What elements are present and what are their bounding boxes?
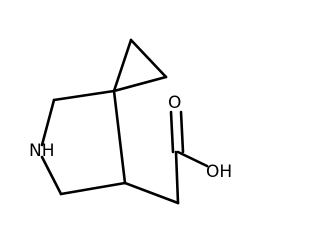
bond-nitrogen-to-ch2-bottom xyxy=(40,155,63,196)
nitrogen-label: NH xyxy=(29,141,55,161)
hydroxyl-label: OH xyxy=(206,162,232,182)
bond-ch-to-spiro xyxy=(112,89,127,185)
bond-ch2-top-to-nitrogen xyxy=(40,98,56,147)
carbonyl-oxygen-label: O xyxy=(168,93,181,113)
bond-ch2-bottom-to-ch xyxy=(59,181,127,196)
molecule-diagram: NH O OH xyxy=(29,38,232,205)
bond-carbonyl-2 xyxy=(179,110,185,154)
bond-cyclopropane-right xyxy=(112,75,168,93)
bond-carbonyl-1 xyxy=(169,110,175,154)
bond-carboxyl-to-hydroxyl xyxy=(176,150,209,168)
bond-cyclopropane-top xyxy=(129,38,168,79)
bond-cyclopropane-left xyxy=(112,38,133,93)
bond-ch-to-ch2 xyxy=(123,181,180,205)
structure-canvas: NH O OH xyxy=(29,38,233,205)
bond-ch2-to-carboxyl xyxy=(174,150,180,205)
bond-spiro-to-ch2-top xyxy=(52,89,116,102)
